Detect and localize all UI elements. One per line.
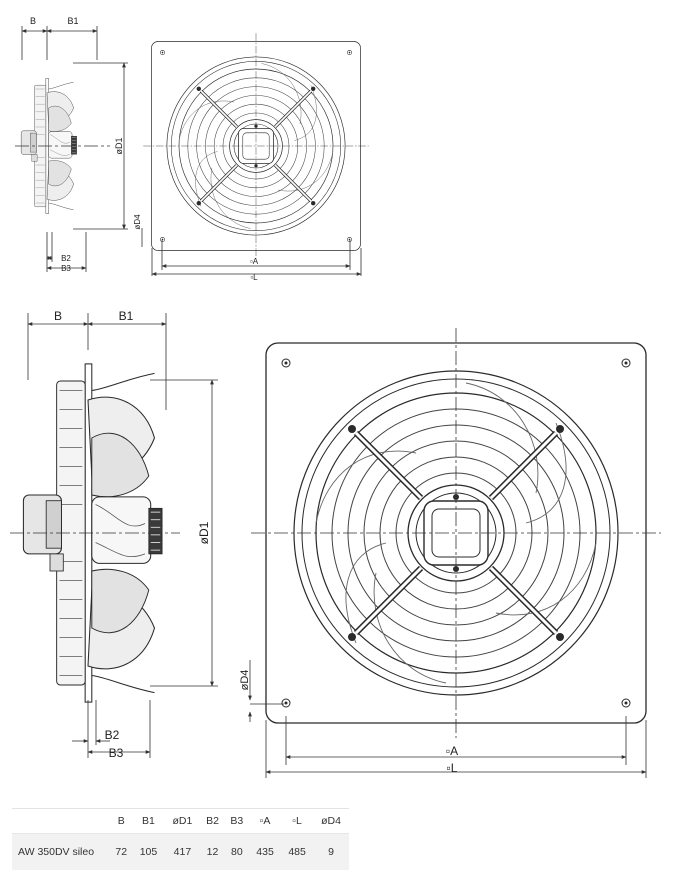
table-cell: 72 (110, 833, 133, 870)
dimension-table: B B1 øD1 B2 B3 ▫A ▫L øD4 AW 350DV sileo … (12, 808, 349, 870)
table-cell: 105 (132, 833, 165, 870)
small-front-a-label: ▫A (250, 257, 259, 266)
column-header (12, 808, 110, 834)
large-side-b-label: B (54, 309, 62, 323)
fan-dimension-drawing: B B1 øD1 øD4 B2 B3 ▫A ▫L B B1 øD1 B2 B3 (10, 16, 686, 778)
table-cell: 9 (313, 833, 349, 870)
model-name-cell: AW 350DV sileo (12, 833, 110, 870)
large-front-l-label: ▫L (447, 761, 458, 775)
large-side-d1-label: øD1 (197, 521, 211, 544)
table-cell: 12 (200, 833, 225, 870)
small-side-d4-label: øD4 (133, 214, 142, 230)
small-side-b3-label: B3 (61, 264, 71, 273)
small-side-view (15, 26, 143, 272)
small-front-view (141, 31, 371, 276)
large-side-b1-label: B1 (119, 309, 134, 323)
small-side-b2-label: B2 (61, 254, 71, 263)
table-cell: 435 (249, 833, 282, 870)
column-header: B2 (200, 808, 225, 834)
large-front-view (250, 328, 661, 778)
table-cell: 417 (164, 833, 201, 870)
large-front-a-label: ▫A (446, 744, 458, 758)
column-header: B1 (132, 808, 165, 834)
small-front-l-label: ▫L (250, 273, 258, 282)
small-side-d1-label: øD1 (114, 137, 124, 154)
column-header: øD4 (313, 808, 349, 834)
table-row: AW 350DV sileo 72 105 417 12 80 435 485 … (12, 833, 349, 870)
small-side-b1-label: B1 (67, 16, 78, 26)
column-header: B (110, 808, 133, 834)
table-cell: 485 (281, 833, 314, 870)
large-side-view (10, 313, 218, 758)
large-side-d4-label: øD4 (239, 670, 251, 691)
large-side-b3-label: B3 (109, 746, 124, 760)
column-header: ▫A (249, 808, 282, 834)
table-cell: 80 (224, 833, 250, 870)
column-header: øD1 (164, 808, 201, 834)
small-side-b-label: B (30, 16, 36, 26)
column-header: B3 (224, 808, 250, 834)
table-header-row: B B1 øD1 B2 B3 ▫A ▫L øD4 (12, 808, 349, 834)
column-header: ▫L (281, 808, 314, 834)
large-side-b2-label: B2 (105, 728, 120, 742)
